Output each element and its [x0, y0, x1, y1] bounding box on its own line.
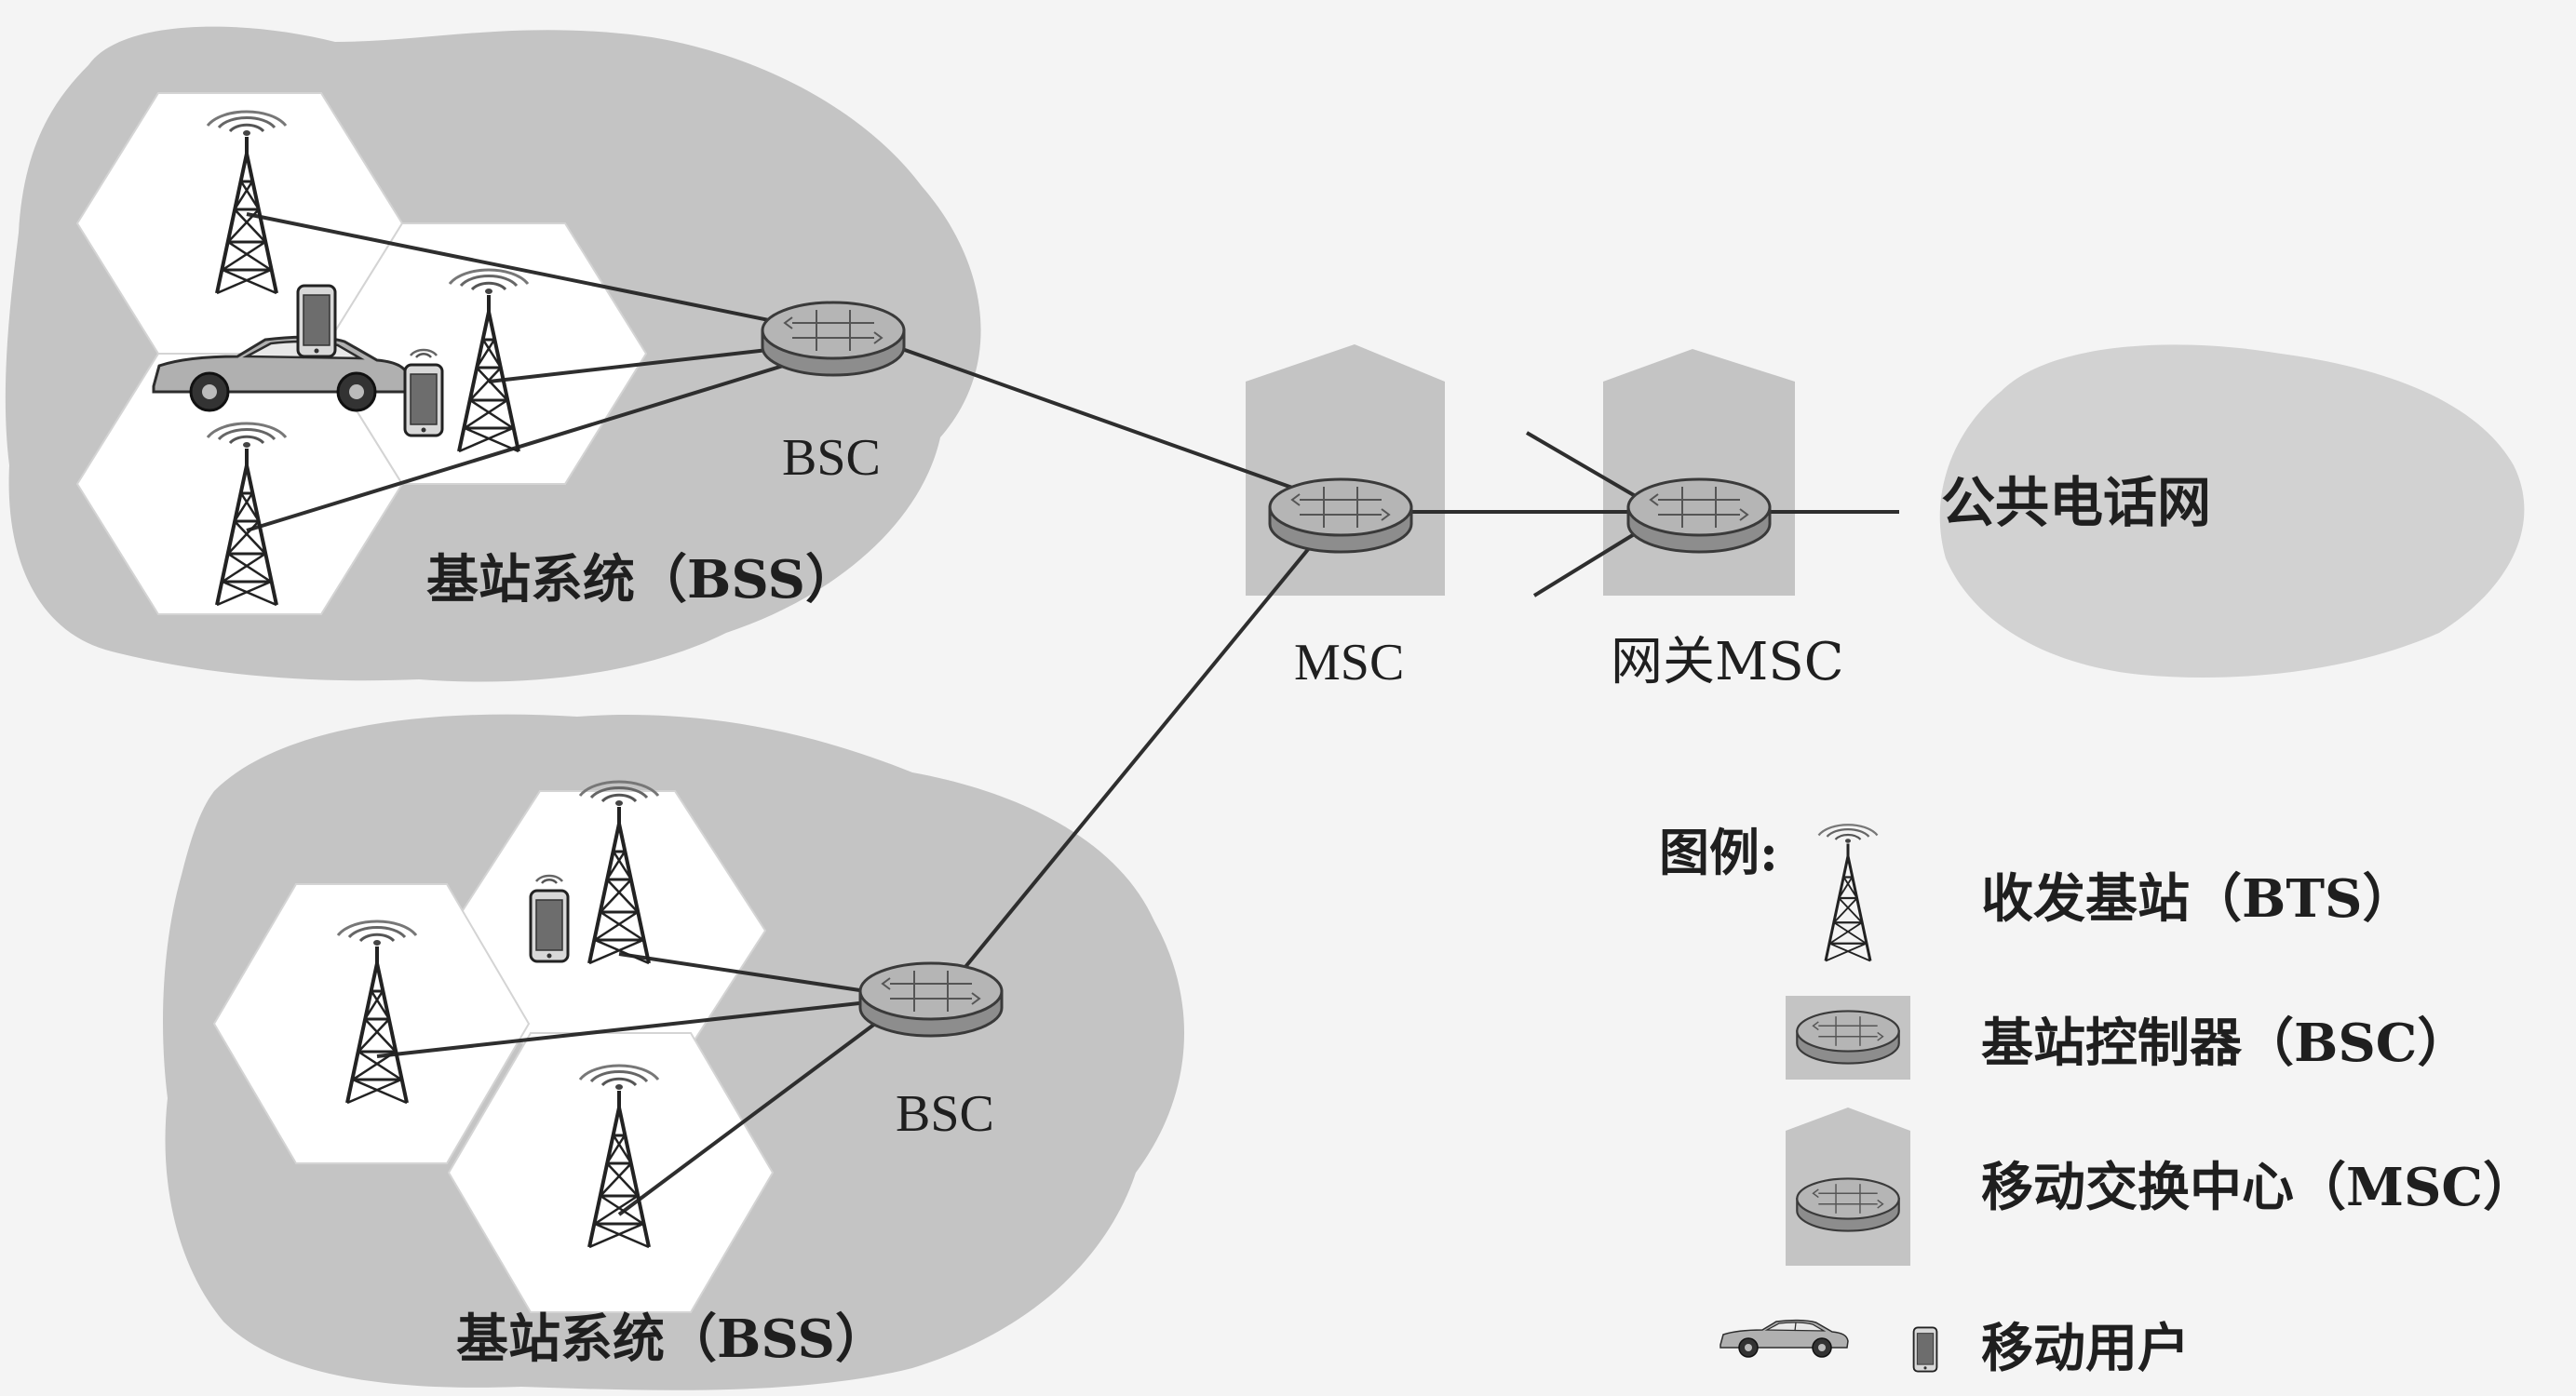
bsc-bottom-label: BSC [896, 1085, 994, 1143]
msc-building [1246, 344, 1445, 596]
phone-icon [298, 286, 335, 356]
legend-phone-icon [1914, 1327, 1937, 1371]
bsc-top-label: BSC [782, 429, 881, 487]
legend-car-icon [1720, 1321, 1848, 1357]
phone-icon [405, 365, 442, 436]
msc-label: MSC [1294, 634, 1404, 691]
msc-router-icon [1270, 479, 1411, 552]
gateway-msc-building [1603, 349, 1795, 596]
legend-msc-label: 移动交换中心（MSC） [1981, 1157, 2535, 1218]
legend-bsc-icon [1797, 1011, 1898, 1063]
bss-top-label: 基站系统（BSS） [426, 549, 857, 611]
phone-icon [531, 891, 568, 961]
bsc-bottom-router-icon [860, 963, 1002, 1036]
bsc-top-router-icon [762, 302, 904, 375]
legend-bsc-label: 基站控制器（BSC） [1981, 1013, 2469, 1074]
gateway-msc-router-icon [1628, 479, 1770, 552]
legend-title: 图例: [1659, 823, 1778, 882]
legend-bts-icon [1819, 825, 1878, 960]
legend-bts-label: 收发基站（BTS） [1981, 868, 2414, 930]
legend-user-label: 移动用户 [1981, 1318, 2190, 1379]
bss-bottom-label: 基站系统（BSS） [456, 1309, 887, 1370]
gateway-msc-label: 网关MSC [1611, 632, 1844, 692]
bss-bottom-region [163, 715, 1184, 1390]
legend: 图例: 收发基站（BTS） 基站控制器（BSC） 移动交换中心（MSC） 移动用… [1659, 823, 2535, 1379]
legend-msc-icon [1797, 1178, 1898, 1230]
pstn-label: 公共电话网 [1941, 471, 2211, 534]
